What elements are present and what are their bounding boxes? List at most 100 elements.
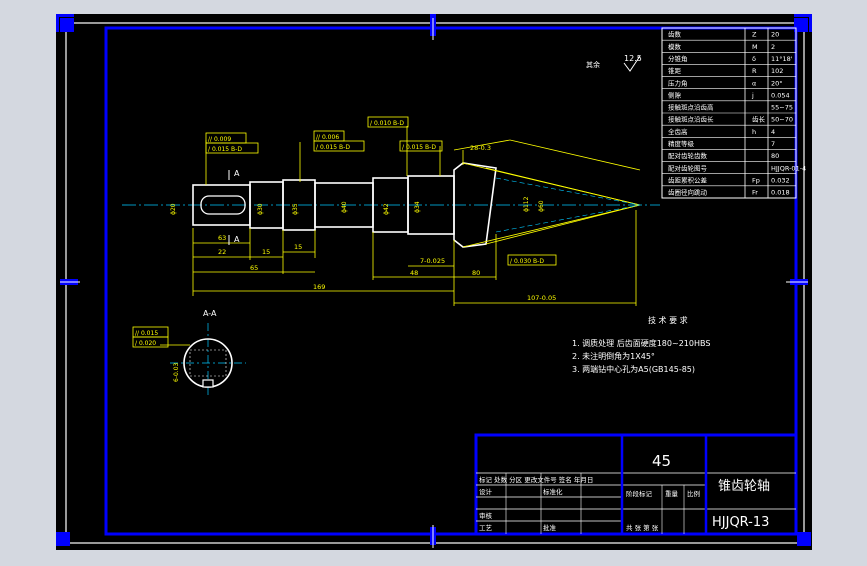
- gear-lines: [453, 139, 641, 248]
- dim-169: 169: [313, 283, 325, 291]
- tb-part-name: 锥齿轮轴: [718, 479, 770, 494]
- param-name: 配对齿轮图号: [668, 163, 708, 172]
- dim-22: 22: [218, 248, 226, 256]
- svg-text:/ 0.015 B-D: / 0.015 B-D: [316, 144, 350, 151]
- param-name: 接触斑点沿齿高: [668, 103, 714, 112]
- tech-item: 2. 未注明倒角为1X45°: [572, 351, 655, 361]
- svg-text:/ 0.015 B-D: / 0.015 B-D: [402, 144, 436, 151]
- dia-42: ϕ42: [383, 203, 390, 215]
- dimension-lines: [192, 126, 637, 306]
- dim-text: 0.015: [406, 144, 423, 151]
- dim-48: 48: [410, 269, 418, 277]
- tb-drawing-no: HJJQR-13: [712, 515, 769, 530]
- param-name: 接触斑点沿齿长: [668, 115, 714, 124]
- tech-requirements: 技 术 要 求 1. 调质处理 后齿面硬度180~210HBS 2. 未注明倒角…: [572, 315, 710, 374]
- param-symbol: j: [751, 91, 754, 99]
- param-value: 7: [771, 140, 775, 148]
- param-symbol: Fp: [752, 176, 760, 184]
- pitch-lines: [495, 177, 641, 233]
- roughness-value: 12.5: [624, 54, 642, 63]
- param-name: 齿距累积公差: [668, 175, 708, 184]
- param-symbol: h: [752, 128, 756, 136]
- param-name: 模数: [668, 42, 682, 51]
- dim-28: 28-0.3: [470, 144, 491, 152]
- roughness-mark: 其余 12.5: [586, 54, 642, 72]
- param-value: 0.054: [771, 91, 790, 99]
- dia-60: ϕ60: [538, 200, 545, 212]
- param-name: 精度等级: [668, 139, 695, 148]
- tb-material: 45: [652, 452, 671, 470]
- dia-20: ϕ20: [170, 203, 177, 215]
- dim-107: 107-0.05: [527, 294, 556, 302]
- tb-standard: 标准化: [543, 487, 563, 496]
- section-view: 6-0.03: [160, 323, 246, 398]
- param-value: 0.032: [771, 176, 790, 184]
- param-symbol: δ: [752, 55, 756, 63]
- tb-review: 审核: [479, 511, 493, 520]
- model-space: [56, 14, 812, 550]
- dim-text: 0.009: [214, 136, 231, 143]
- section-arrow-label: A: [234, 235, 240, 244]
- dim-63: 63: [218, 234, 226, 242]
- section-width-dim: 6-0.03: [173, 362, 180, 382]
- center-marks: [60, 18, 808, 548]
- param-symbol: R: [752, 67, 757, 75]
- param-symbol: M: [752, 43, 758, 51]
- svg-text:// 0.009: // 0.009: [208, 136, 231, 143]
- param-value: 102: [771, 67, 783, 75]
- dim-text: 0.030: [514, 258, 531, 265]
- roughness-rest: 其余: [586, 60, 600, 69]
- section-arrows: A A: [228, 169, 240, 245]
- tb-header: 标记 处数 分区 更改文件号 签名 年月日: [479, 475, 593, 484]
- param-value: 50~70: [771, 116, 793, 124]
- param-name: 配对齿轮齿数: [668, 151, 708, 160]
- dim-15a: 15: [262, 248, 270, 256]
- tech-item: 1. 调质处理 后齿面硬度180~210HBS: [572, 338, 710, 348]
- param-value: 0.018: [771, 189, 790, 197]
- dim-text: 0.006: [322, 134, 339, 141]
- section-arrow-label: A: [234, 169, 240, 178]
- tb-approve: 批准: [543, 523, 557, 532]
- param-name: 侧隙: [668, 90, 682, 99]
- param-symbol: Z: [752, 31, 757, 39]
- diameter-dims: ϕ30 ϕ35 ϕ40 ϕ42 ϕ34 ϕ60 ϕ112 ϕ20: [170, 196, 545, 215]
- tech-title: 技 术 要 求: [648, 315, 688, 325]
- param-symbol: Fr: [752, 189, 758, 197]
- dim-text: 0.015: [141, 330, 158, 337]
- param-value: HJJQR-01-4: [771, 164, 806, 172]
- param-symbol: 齿长: [752, 115, 766, 124]
- tolerance-frames: [132, 116, 557, 348]
- param-symbol: α: [752, 79, 756, 87]
- svg-text:/ 0.015 B-D: / 0.015 B-D: [208, 146, 242, 153]
- param-value: 4: [771, 128, 775, 136]
- svg-text:/ 0.030 B-D: / 0.030 B-D: [510, 258, 544, 265]
- tolerance-texts: // 0.009 / 0.015 B-D // 0.006 / 0.015 B-…: [135, 120, 544, 347]
- dim-65: 65: [250, 264, 258, 272]
- param-name: 齿圈径向跳动: [668, 188, 708, 197]
- dia-34: ϕ34: [414, 201, 421, 213]
- dim-text: 0.015: [212, 146, 229, 153]
- svg-text:// 0.015: // 0.015: [135, 330, 158, 337]
- param-name: 全齿高: [668, 127, 688, 136]
- param-value: 80: [771, 152, 779, 160]
- svg-text:// 0.006: // 0.006: [316, 134, 339, 141]
- param-name: 锥距: [668, 66, 682, 75]
- param-value: 55~75: [771, 104, 793, 112]
- dim-text: 0.020: [139, 340, 156, 347]
- param-name: 齿数: [668, 30, 682, 39]
- param-value: 20: [771, 31, 779, 39]
- tb-sheets: 共 张 第 张: [626, 523, 659, 532]
- dim-text: 0.010: [374, 120, 391, 127]
- dim-80: 80: [472, 269, 480, 277]
- tb-stage: 阶段标记: [626, 489, 653, 498]
- dia-35: ϕ35: [292, 203, 299, 215]
- tb-process: 工艺: [479, 524, 493, 532]
- keyway: [200, 195, 246, 215]
- param-name: 压力角: [668, 78, 688, 87]
- section-title: A-A: [203, 309, 217, 318]
- title-block: 标记 处数 分区 更改文件号 签名 年月日 设计 标准化 阶段标记 重量 比例 …: [474, 433, 798, 536]
- dia-112: ϕ112: [523, 196, 530, 212]
